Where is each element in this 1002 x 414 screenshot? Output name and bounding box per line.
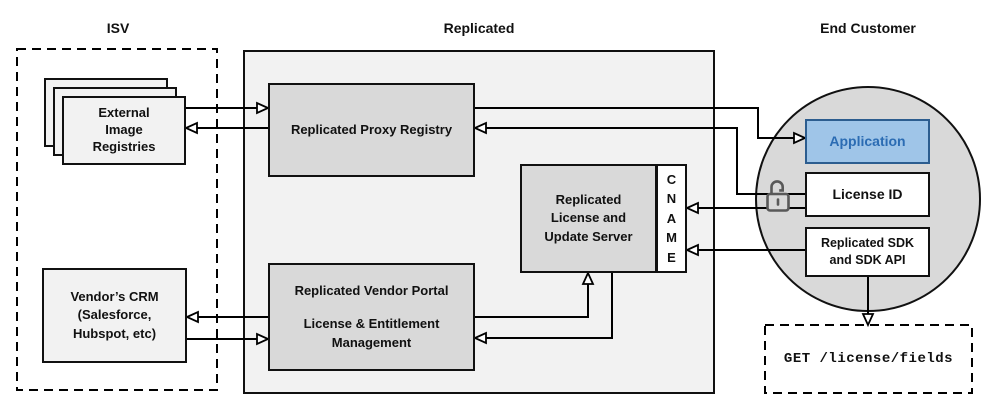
arrowhead [684,201,699,215]
node-label-line: (Salesforce, [77,307,152,323]
arrowhead [861,313,875,328]
node-label-line: Hubspot, etc) [72,325,157,341]
arrowhead [581,270,595,285]
external-image-registries-node: External Image Registries [62,96,186,165]
node-label-line: Registries [92,138,156,154]
arrowhead [183,121,198,135]
application-node: Application [805,119,930,164]
arrowhead [472,121,487,135]
arrow-license-server-to-portal [486,273,613,339]
replicated-proxy-registry-node: Replicated Proxy Registry [268,83,475,177]
node-label: License ID [832,185,903,202]
node-label-line: External [98,105,150,121]
node-label-line: and SDK API [829,253,906,267]
node-title: Replicated Vendor Portal [294,283,449,299]
arrowhead [793,131,808,145]
node-label-line: Image [105,122,143,138]
cname-node: CNAME [656,164,687,273]
arrowhead [256,101,271,115]
arrowhead [184,310,199,324]
arrow-portal-to-license-server [475,284,589,318]
arrowhead [472,331,487,345]
replicated-vendor-portal-node: Replicated Vendor Portal License & Entit… [268,263,475,371]
node-label: CNAME [666,171,677,265]
node-label-line: Vendor’s CRM [70,289,159,305]
endpoint-label: GET /license/fields [783,351,954,367]
arrowhead [684,243,699,257]
license-id-node: License ID [805,172,930,217]
arrowhead [256,332,271,346]
node-label: Application [829,132,906,149]
get-endpoint-boundary [764,324,973,394]
node-label: Replicated License and Update Server [544,192,633,244]
vendors-crm-node: Vendor’s CRM (Salesforce, Hubspot, etc) [42,268,187,363]
replicated-license-update-server-node: Replicated License and Update Server [520,164,657,273]
replicated-sdk-node: Replicated SDK and SDK API [805,227,930,277]
unlock-icon [766,180,790,212]
node-label: Replicated Proxy Registry [290,121,453,137]
section-label-end-customer: End Customer [820,20,916,36]
node-subtitle: License & Entitlement Management [303,316,440,350]
section-label-replicated: Replicated [443,20,515,36]
node-label-line: Replicated SDK [820,236,915,251]
section-label-isv: ISV [106,20,130,36]
get-license-fields-box: GET /license/fields [765,325,972,393]
arrow-proxy-to-application [475,107,794,139]
